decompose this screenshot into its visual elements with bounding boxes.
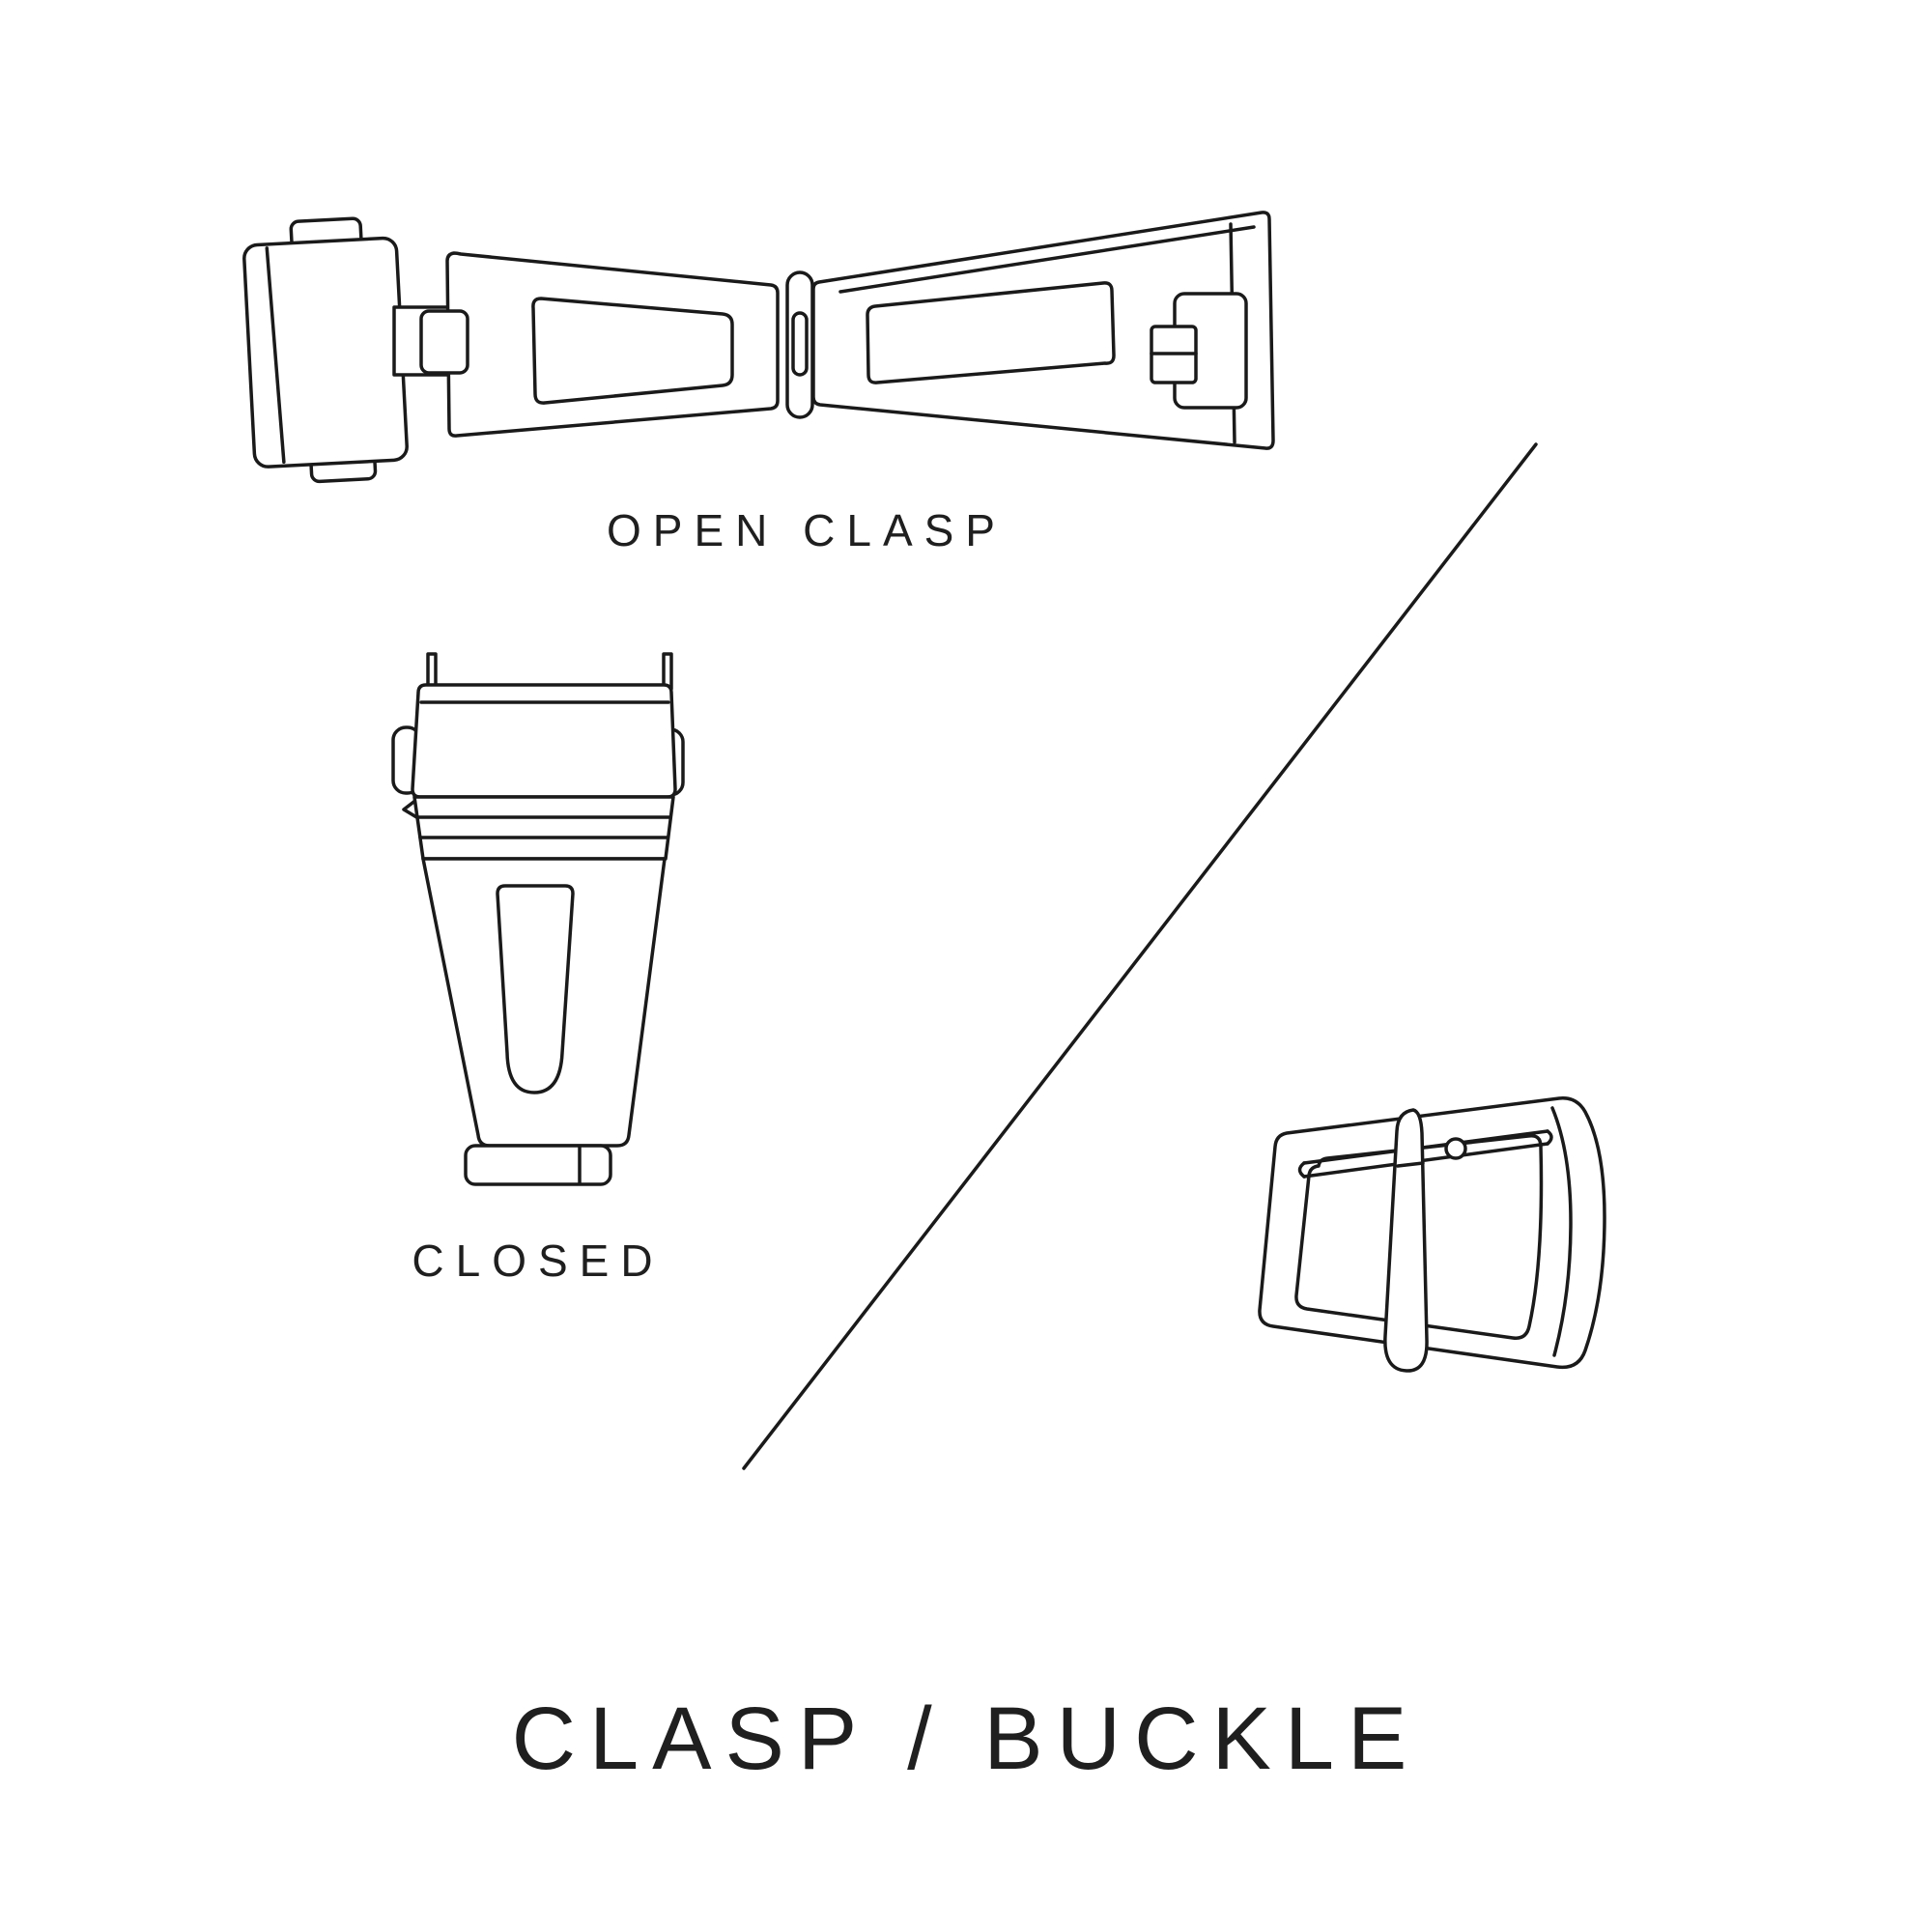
open-clasp-drawing (242, 211, 1275, 484)
tang-buckle-drawing (1258, 1096, 1606, 1373)
page-title: CLASP / BUCKLE (511, 1690, 1421, 1788)
closed-clasp-drawing (391, 652, 685, 1186)
closed-clasp-label: CLOSED (412, 1236, 665, 1286)
open-clasp-label: OPEN CLASP (607, 505, 1007, 555)
